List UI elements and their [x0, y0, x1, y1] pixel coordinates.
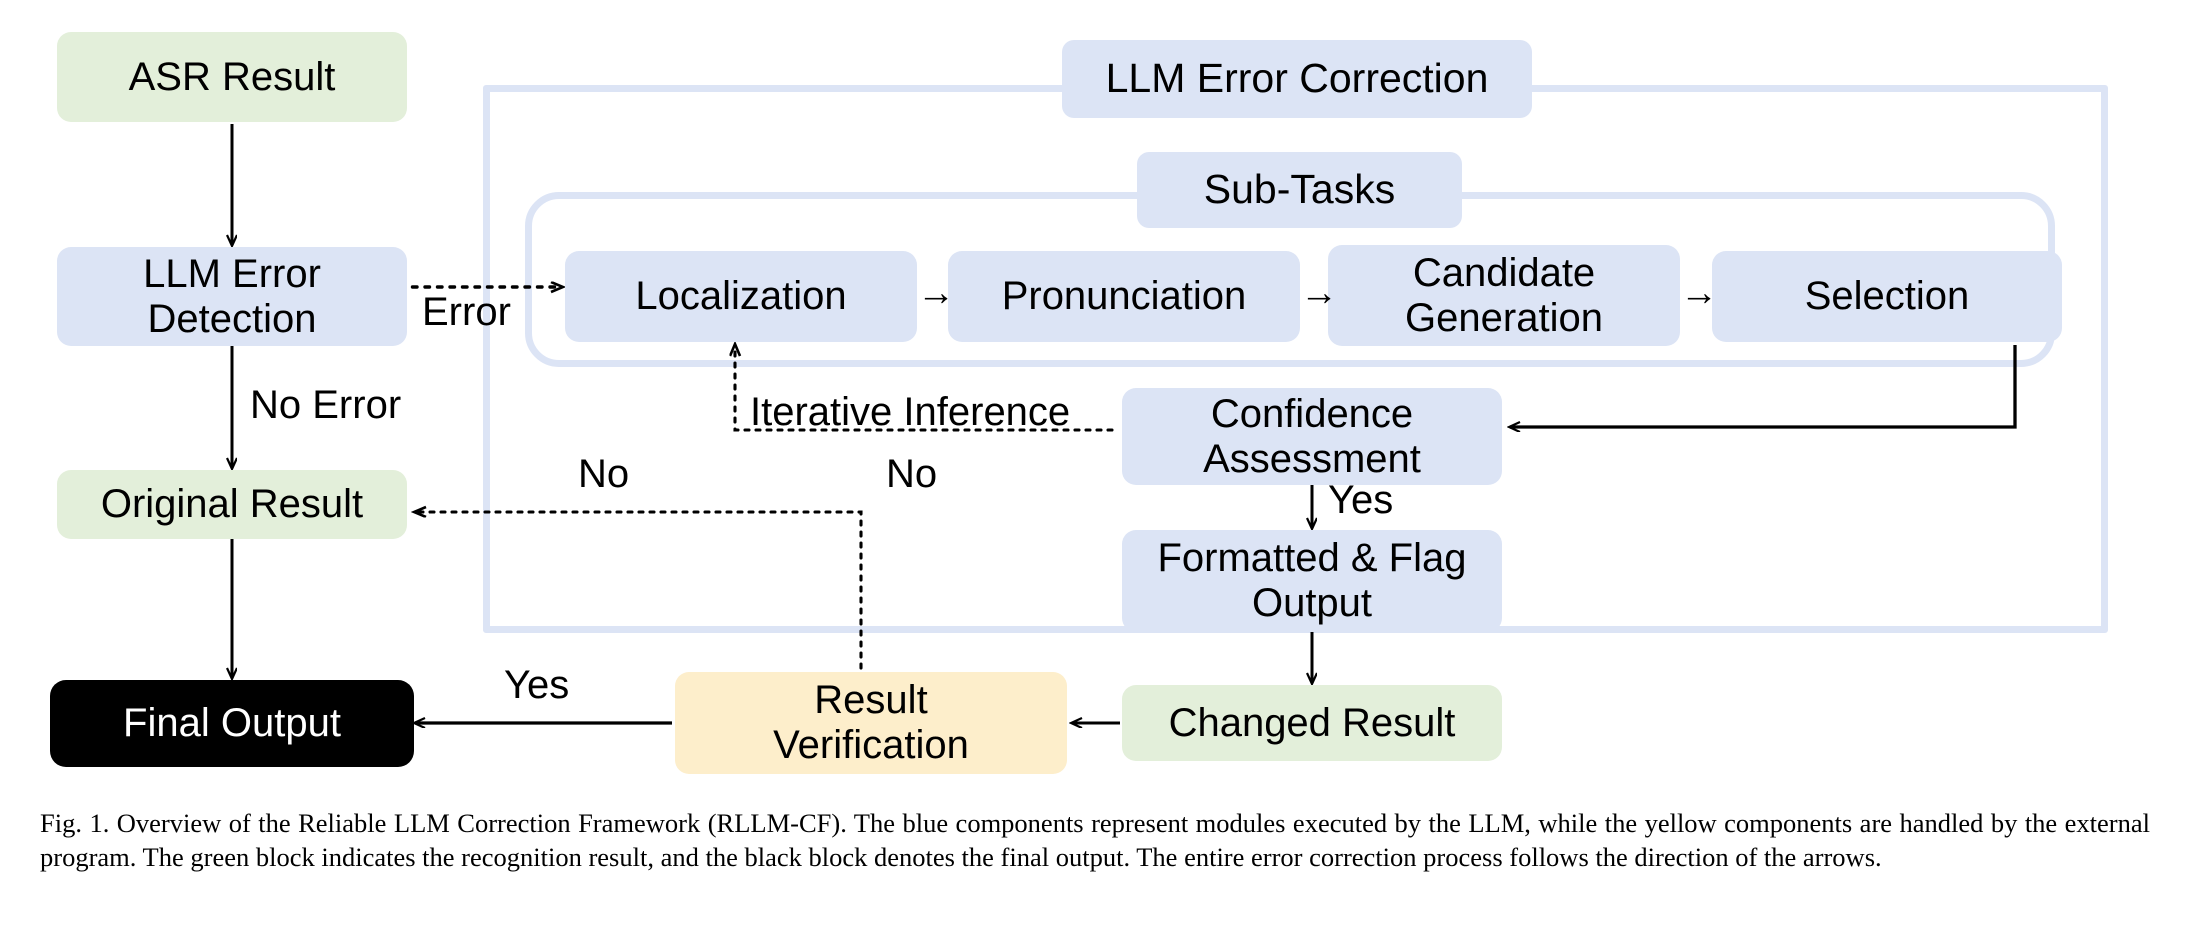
- node-candidate-generation-label-line1: Candidate: [1412, 250, 1596, 295]
- edge-label-no-confidence: No: [578, 452, 629, 497]
- node-final-output[interactable]: Final Output: [50, 680, 414, 767]
- edge-label-yes-verification-text: Yes: [504, 663, 570, 707]
- subtask-chevron-3-icon: →: [1680, 274, 1718, 312]
- node-sub-tasks-label: Sub-Tasks: [1203, 166, 1396, 213]
- edge-label-yes-verification: Yes: [504, 663, 569, 708]
- edge-label-no-verification: No: [886, 452, 937, 497]
- subtask-chevron-1-glyph: →: [917, 272, 955, 314]
- edge-label-iterative-inference: Iterative Inference: [750, 390, 1070, 435]
- node-llm-error-detection-label-line1: LLM Error: [143, 251, 321, 296]
- node-confidence-assessment[interactable]: Confidence Assessment: [1122, 388, 1502, 485]
- subtask-chevron-2-glyph: →: [1300, 272, 1338, 314]
- node-original-result-label: Original Result: [100, 482, 364, 527]
- node-result-verification-label-line1: Result: [814, 678, 928, 723]
- edge-label-yes-confidence: Yes: [1328, 478, 1393, 523]
- edge-label-error-text: Error: [422, 290, 511, 334]
- node-asr-result[interactable]: ASR Result: [57, 32, 407, 122]
- node-selection[interactable]: Selection: [1712, 251, 2062, 342]
- node-llm-error-detection-label-line2: Detection: [147, 296, 317, 341]
- node-changed-result[interactable]: Changed Result: [1122, 685, 1502, 761]
- node-selection-label: Selection: [1804, 274, 1970, 319]
- node-asr-result-label: ASR Result: [128, 54, 336, 99]
- node-original-result[interactable]: Original Result: [57, 470, 407, 539]
- arrow-selection-to-confidence: [1510, 345, 2017, 427]
- node-formatted-flag-output-label-line2: Output: [1251, 581, 1373, 625]
- node-formatted-flag-output-label-line1: Formatted & Flag: [1157, 536, 1467, 581]
- node-localization-label: Localization: [635, 274, 847, 319]
- node-confidence-assessment-label-line2: Assessment: [1203, 436, 1421, 481]
- node-pronunciation[interactable]: Pronunciation: [948, 251, 1300, 342]
- figure-caption-text: Fig. 1. Overview of the Reliable LLM Cor…: [40, 808, 2150, 873]
- subtask-chevron-1-icon: →: [917, 274, 955, 312]
- node-candidate-generation-label-line2: Generation: [1405, 295, 1603, 340]
- node-sub-tasks[interactable]: Sub-Tasks: [1137, 152, 1462, 228]
- node-changed-result-label: Changed Result: [1168, 700, 1456, 745]
- node-localization[interactable]: Localization: [565, 251, 917, 342]
- node-llm-error-detection[interactable]: LLM Error Detection: [57, 247, 407, 346]
- figure-caption: Fig. 1. Overview of the Reliable LLM Cor…: [40, 806, 2150, 875]
- node-llm-error-correction-label: LLM Error Correction: [1105, 55, 1489, 102]
- subtask-chevron-2-icon: →: [1300, 274, 1338, 312]
- node-result-verification-label-line2: Verification: [773, 723, 969, 767]
- edge-label-no-error-text: No Error: [250, 383, 402, 427]
- node-final-output-label: Final Output: [123, 701, 341, 746]
- node-candidate-generation[interactable]: Candidate Generation: [1328, 245, 1680, 346]
- node-llm-error-correction[interactable]: LLM Error Correction: [1062, 40, 1532, 118]
- node-result-verification[interactable]: Result Verification: [675, 672, 1067, 774]
- arrow-iterative-inference: [735, 345, 1114, 432]
- node-pronunciation-label: Pronunciation: [1001, 274, 1247, 319]
- arrow-verification-to-original: [415, 512, 863, 692]
- edge-label-no-verification-text: No: [886, 452, 938, 496]
- edge-label-iterative-inference-text: Iterative Inference: [750, 390, 1071, 434]
- subtask-chevron-3-glyph: →: [1680, 272, 1718, 314]
- node-formatted-flag-output[interactable]: Formatted & Flag Output: [1122, 530, 1502, 632]
- edge-label-no-error: No Error: [250, 383, 401, 428]
- node-confidence-assessment-label-line1: Confidence: [1210, 391, 1414, 436]
- edge-label-error: Error: [422, 290, 511, 335]
- edge-label-no-confidence-text: No: [578, 452, 630, 496]
- edge-label-yes-confidence-text: Yes: [1328, 478, 1394, 522]
